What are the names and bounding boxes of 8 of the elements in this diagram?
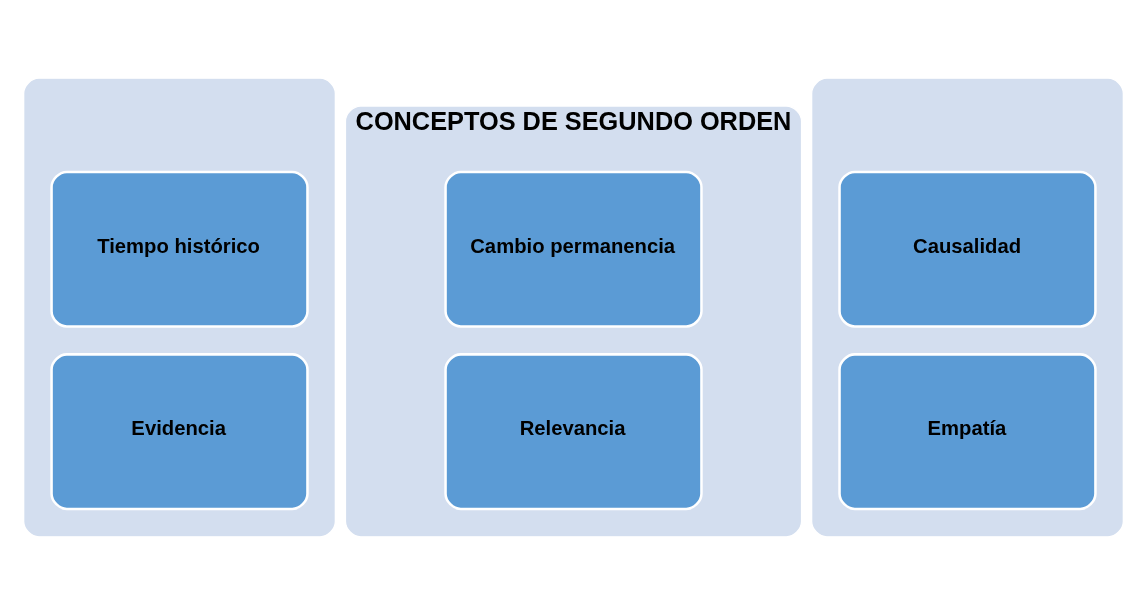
node-box: Empatía bbox=[838, 352, 1097, 510]
node-box: Causalidad bbox=[838, 170, 1097, 328]
node-box: Tiempo histórico bbox=[50, 170, 309, 328]
node-box: Evidencia bbox=[50, 352, 309, 510]
node-box: Relevancia bbox=[444, 352, 703, 510]
cluster bbox=[811, 77, 1124, 537]
node-box: Cambio permanencia bbox=[444, 170, 703, 328]
cluster bbox=[23, 77, 336, 537]
